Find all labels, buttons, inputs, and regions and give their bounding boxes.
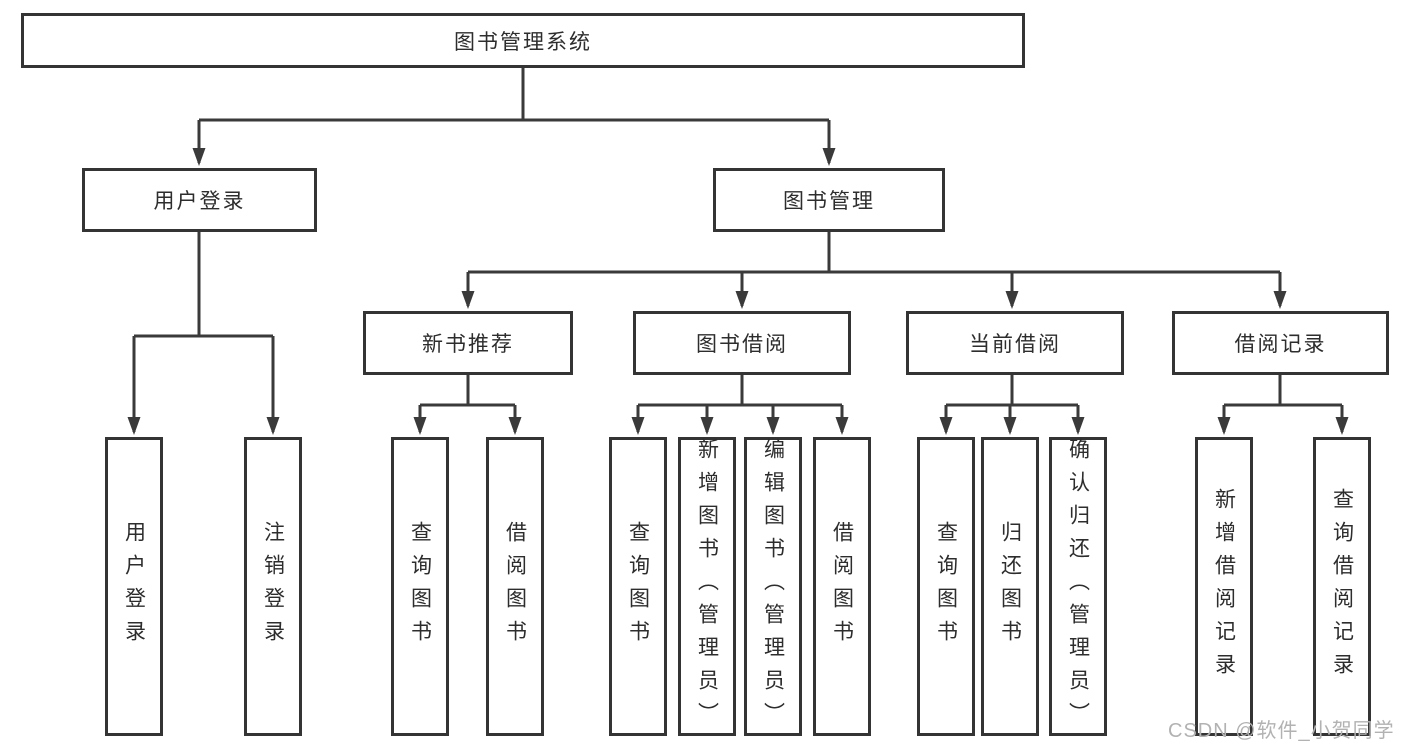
leaf-borrow-books-label: 借阅图书: [830, 520, 854, 653]
leaf-query-borrow-record-label: 查询借阅记录: [1330, 487, 1354, 686]
node-book-borrow: 图书借阅: [633, 311, 851, 375]
node-borrow-records: 借阅记录: [1172, 311, 1389, 375]
node-user-login-label: 用户登录: [153, 190, 246, 213]
leaf-borrow-books: 借阅图书: [813, 437, 871, 736]
leaf-confirm-return-admin-label: 确认归还（管理员）: [1066, 438, 1090, 735]
node-book-management-label: 图书管理: [783, 190, 875, 213]
leaf-return-books-label: 归还图书: [998, 520, 1022, 653]
leaf-add-borrow-record-label: 新增借阅记录: [1212, 487, 1236, 686]
leaf-borrow-query-books: 查询图书: [609, 437, 667, 736]
leaf-edit-book-admin-label: 编辑图书（管理员）: [761, 438, 785, 735]
node-book-management: 图书管理: [713, 168, 945, 232]
node-root: 图书管理系统: [21, 13, 1025, 68]
node-new-book-recommend: 新书推荐: [363, 311, 573, 375]
node-current-borrow: 当前借阅: [906, 311, 1124, 375]
node-book-borrow-label: 图书借阅: [696, 333, 788, 356]
leaf-confirm-return-admin: 确认归还（管理员）: [1049, 437, 1107, 736]
leaf-borrow-query-books-label: 查询图书: [626, 520, 650, 653]
leaf-return-books: 归还图书: [981, 437, 1039, 736]
node-current-borrow-label: 当前借阅: [969, 333, 1061, 356]
leaf-user-login-label: 用户登录: [122, 520, 146, 653]
leaf-add-book-admin: 新增图书（管理员）: [678, 437, 736, 736]
leaf-current-query-books: 查询图书: [917, 437, 975, 736]
leaf-logout-label: 注销登录: [261, 520, 285, 653]
node-user-login: 用户登录: [82, 168, 317, 232]
node-borrow-records-label: 借阅记录: [1234, 333, 1327, 356]
leaf-query-borrow-record: 查询借阅记录: [1313, 437, 1371, 736]
node-new-book-recommend-label: 新书推荐: [422, 333, 514, 356]
leaf-add-book-admin-label: 新增图书（管理员）: [695, 438, 719, 735]
leaf-edit-book-admin: 编辑图书（管理员）: [744, 437, 802, 736]
node-root-label: 图书管理系统: [454, 30, 592, 54]
leaf-logout: 注销登录: [244, 437, 302, 736]
leaf-recommend-borrow-books-label: 借阅图书: [503, 520, 527, 653]
leaf-current-query-books-label: 查询图书: [934, 520, 958, 653]
leaf-user-login: 用户登录: [105, 437, 163, 736]
csdn-watermark: CSDN @软件_小贺同学: [1168, 720, 1395, 742]
leaf-recommend-query-books-label: 查询图书: [408, 520, 432, 653]
leaf-recommend-query-books: 查询图书: [391, 437, 449, 736]
leaf-recommend-borrow-books: 借阅图书: [486, 437, 544, 736]
leaf-add-borrow-record: 新增借阅记录: [1195, 437, 1253, 736]
